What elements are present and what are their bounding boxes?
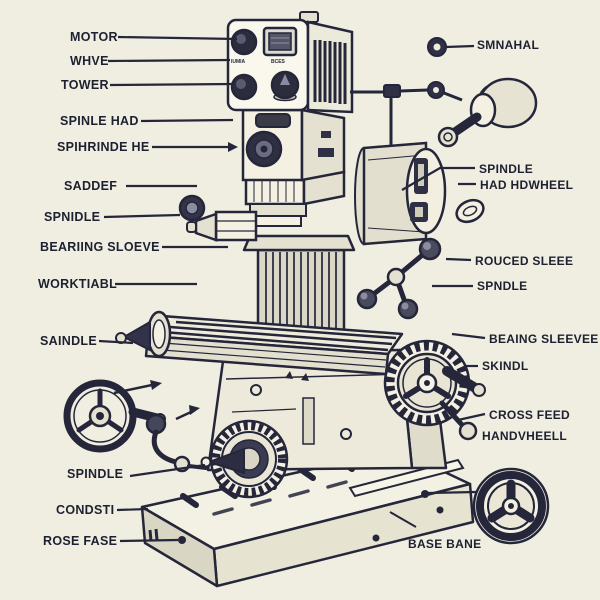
label-saindle: SAINDLE xyxy=(40,333,97,348)
leader-spinle-had xyxy=(140,118,234,123)
vent-fins xyxy=(313,40,347,104)
label-spnidle: SPNIDLE xyxy=(44,209,101,224)
dial-cone xyxy=(205,447,245,475)
label-beaing-sleevee: BEAING SLEEVEE xyxy=(489,332,599,346)
ball-crank xyxy=(356,237,442,320)
work-table xyxy=(115,310,404,376)
panel-marking-1: IUMIA xyxy=(231,59,246,65)
cable-connector xyxy=(383,84,401,98)
leader-beaing-sleevee xyxy=(451,332,486,340)
leader-rose-fase xyxy=(119,538,179,543)
base-dot-right xyxy=(421,490,429,498)
machine-base xyxy=(140,448,475,588)
leader-spindle-left xyxy=(129,463,206,478)
leader-rouced-sleee xyxy=(445,257,472,262)
motor-head: IUMIA BCES xyxy=(226,11,354,114)
column xyxy=(242,234,356,334)
label-spinle-had: SPINLE HAD xyxy=(60,113,139,128)
handwheel-left xyxy=(63,379,166,453)
base-t-slots-row2 xyxy=(212,480,348,516)
neck-slot xyxy=(255,113,291,128)
feed-gear-wheel xyxy=(383,339,486,441)
leader-spindle-right xyxy=(401,166,475,191)
leader-whve xyxy=(107,58,231,63)
leader-saindle xyxy=(98,339,134,345)
label-spndle: SPNDLE xyxy=(477,279,528,293)
leader-tower xyxy=(109,82,235,87)
label-saddef: SADDEF xyxy=(64,178,118,193)
cross-feed-crank xyxy=(439,400,467,430)
table-end-cone xyxy=(121,320,151,352)
quill-arbor xyxy=(178,170,346,242)
label-beariing-sloeve: BEARIING SLOEVE xyxy=(40,239,160,254)
label-rouced-sleee: ROUCED SLEEE xyxy=(475,254,574,268)
leader-lines xyxy=(98,35,486,543)
column-cap xyxy=(242,234,356,252)
pulley-wheel xyxy=(472,467,550,545)
label-base-bane: BASE BANE xyxy=(408,537,482,551)
cross-feed-dial xyxy=(200,419,289,499)
label-whve: WHVE xyxy=(70,53,109,68)
leader-condsti xyxy=(116,507,149,512)
label-motor: MOTOR xyxy=(70,29,118,44)
leader-spnidle xyxy=(103,213,181,219)
panel-marking-2: BCES xyxy=(271,59,286,65)
leader-base-bane xyxy=(427,490,477,495)
label-spindle-left: SPINDLE xyxy=(67,466,124,481)
label-worktiabl: WORKTIABL xyxy=(38,276,118,291)
spindle-drum xyxy=(354,141,447,246)
label-cross-feed: CROSS FEED xyxy=(489,408,571,422)
label-spihrinde-he: SPIHRINDE HE xyxy=(57,139,150,154)
leader-cross-feed xyxy=(457,412,486,422)
leader-smnahal xyxy=(445,44,475,49)
feed-axle xyxy=(442,366,482,394)
knob-handle-right xyxy=(437,77,538,148)
leader-motor xyxy=(117,35,238,41)
arbor-cone xyxy=(194,212,218,242)
label-had-hdwheel: HAD HDWHEEL xyxy=(480,178,574,192)
label-tower: TOWER xyxy=(61,77,109,92)
push-button xyxy=(427,37,447,57)
base-dot-left xyxy=(178,536,186,544)
assembly-arrows xyxy=(113,380,200,421)
label-rose-fase: ROSE FASE xyxy=(43,533,118,548)
label-handvheell: HANDVHEELL xyxy=(482,429,568,443)
label-skindl: SKINDL xyxy=(482,359,529,373)
spindle-head-neck xyxy=(241,108,346,182)
egg-knob xyxy=(455,198,485,224)
leader-arrowhead xyxy=(228,142,238,152)
label-spindle-right: SPINDLE xyxy=(479,162,534,176)
cable-assembly xyxy=(350,81,463,146)
label-condsti: CONDSTI xyxy=(56,502,115,517)
crank-handle-left xyxy=(145,413,208,473)
table-t-slots xyxy=(162,320,397,352)
label-smnahal: SMNAHAL xyxy=(477,38,540,52)
